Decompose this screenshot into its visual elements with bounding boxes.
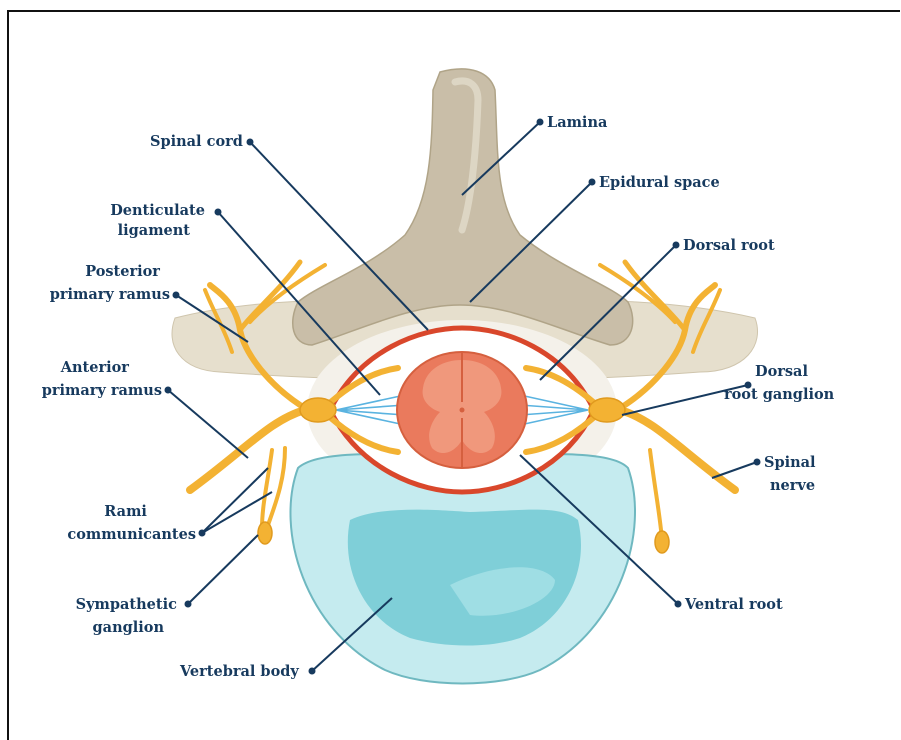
label-dorsal-root: Dorsal root bbox=[683, 237, 775, 254]
sympathetic-ganglion-right bbox=[655, 531, 669, 553]
label-ventral-root: Ventral root bbox=[684, 596, 783, 613]
label-lamina: Lamina bbox=[547, 114, 608, 131]
dorsal-root-ganglion-right bbox=[589, 398, 625, 422]
label-posterior-primary-ramus: Posterior primary ramus bbox=[50, 263, 170, 303]
label-denticulate-ligament: Denticulate ligament bbox=[110, 202, 210, 239]
label-vertebral-body: Vertebral body bbox=[179, 663, 299, 680]
label-epidural-space: Epidural space bbox=[599, 174, 720, 191]
sympathetic-ganglion-left bbox=[258, 522, 272, 544]
spinal-cord-cross-section bbox=[397, 352, 527, 468]
label-dorsal-root-ganglion: Dorsal root ganglion bbox=[724, 363, 835, 403]
label-spinal-nerve: Spinal nerve bbox=[764, 454, 821, 494]
label-sympathetic-ganglion: Sympathetic ganglion bbox=[76, 596, 182, 636]
label-spinal-cord: Spinal cord bbox=[150, 133, 243, 150]
anatomy-artwork bbox=[172, 69, 758, 684]
lamina-bone bbox=[293, 69, 633, 345]
label-rami-communicantes: Rami communicantes bbox=[67, 503, 196, 543]
label-anterior-primary-ramus: Anterior primary ramus bbox=[42, 359, 162, 399]
dorsal-root-ganglion-left bbox=[300, 398, 336, 422]
